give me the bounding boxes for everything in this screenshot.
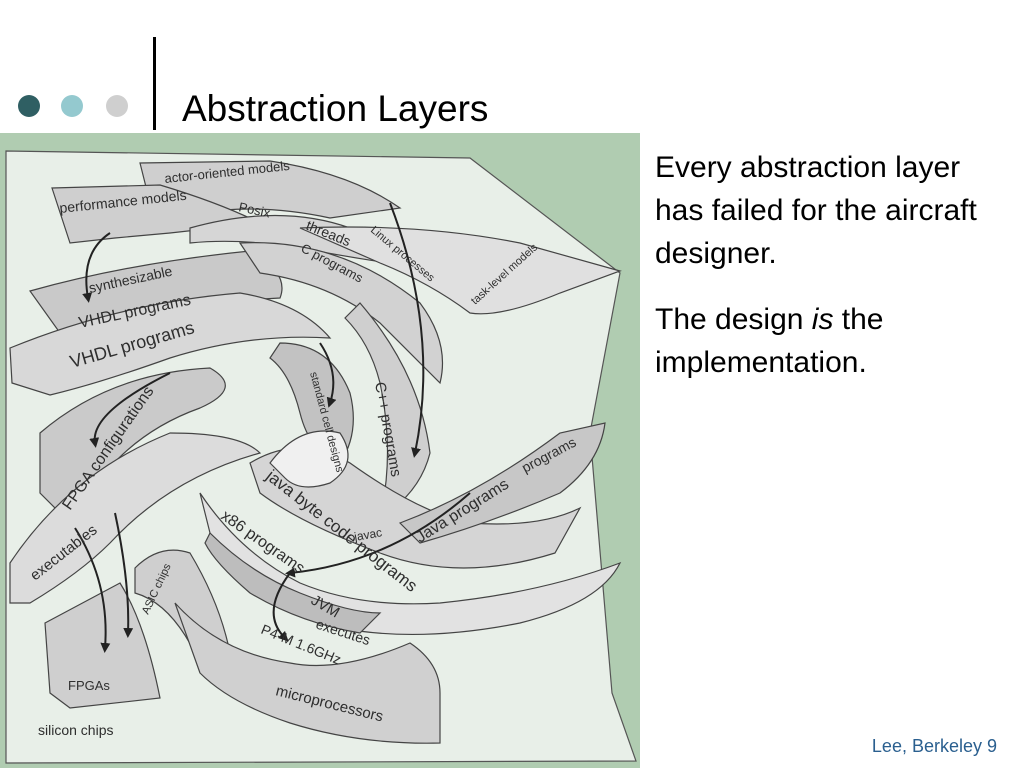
arrow-cell-down xyxy=(319,342,337,408)
title-divider xyxy=(153,37,156,130)
paragraph-1: Every abstraction layer has failed for t… xyxy=(655,151,977,270)
slide-body: Every abstraction layer has failed for t… xyxy=(655,146,995,407)
arrow-linux-down xyxy=(389,202,425,458)
arrow-javac xyxy=(285,492,471,578)
layer-vhdl xyxy=(9,292,332,396)
label-posix: Posix xyxy=(237,199,272,220)
slide-title: Abstraction Layers xyxy=(182,88,489,129)
layer-asic-chips xyxy=(134,549,231,654)
arrow-fpga-down xyxy=(89,372,171,448)
arrow-to-asic xyxy=(114,512,134,638)
layer-executables xyxy=(9,432,262,604)
label-fpgas: FPGAs xyxy=(68,678,110,693)
label-silicon-chips: silicon chips xyxy=(38,722,113,738)
paragraph-2-pre: The design xyxy=(655,303,812,336)
layer-java-programs xyxy=(398,422,606,544)
layer-task-level xyxy=(299,226,622,315)
layer-c-programs xyxy=(238,242,443,385)
arrow-jvm xyxy=(272,572,291,642)
abstraction-layers-diagram: actor-oriented models performance models… xyxy=(0,133,640,768)
decoration-dot-dark xyxy=(18,95,40,117)
decoration-dot-gray xyxy=(106,95,128,117)
layer-microprocessors xyxy=(174,602,441,744)
paragraph-2-post: the implementation. xyxy=(655,303,884,379)
decoration-dot-light xyxy=(61,95,83,117)
layer-jvm xyxy=(204,531,382,634)
label-javac: javac xyxy=(352,525,383,544)
paragraph-2: The design is the implementation. xyxy=(655,298,995,384)
arrow-performance-to-synthesizable xyxy=(82,232,111,303)
slide-footer: Lee, Berkeley 9 xyxy=(871,736,997,756)
layer-vortex-core xyxy=(269,430,349,488)
paragraph-2-emphasis: is xyxy=(811,303,834,336)
arrow-executables-to-fpgas xyxy=(74,527,111,653)
